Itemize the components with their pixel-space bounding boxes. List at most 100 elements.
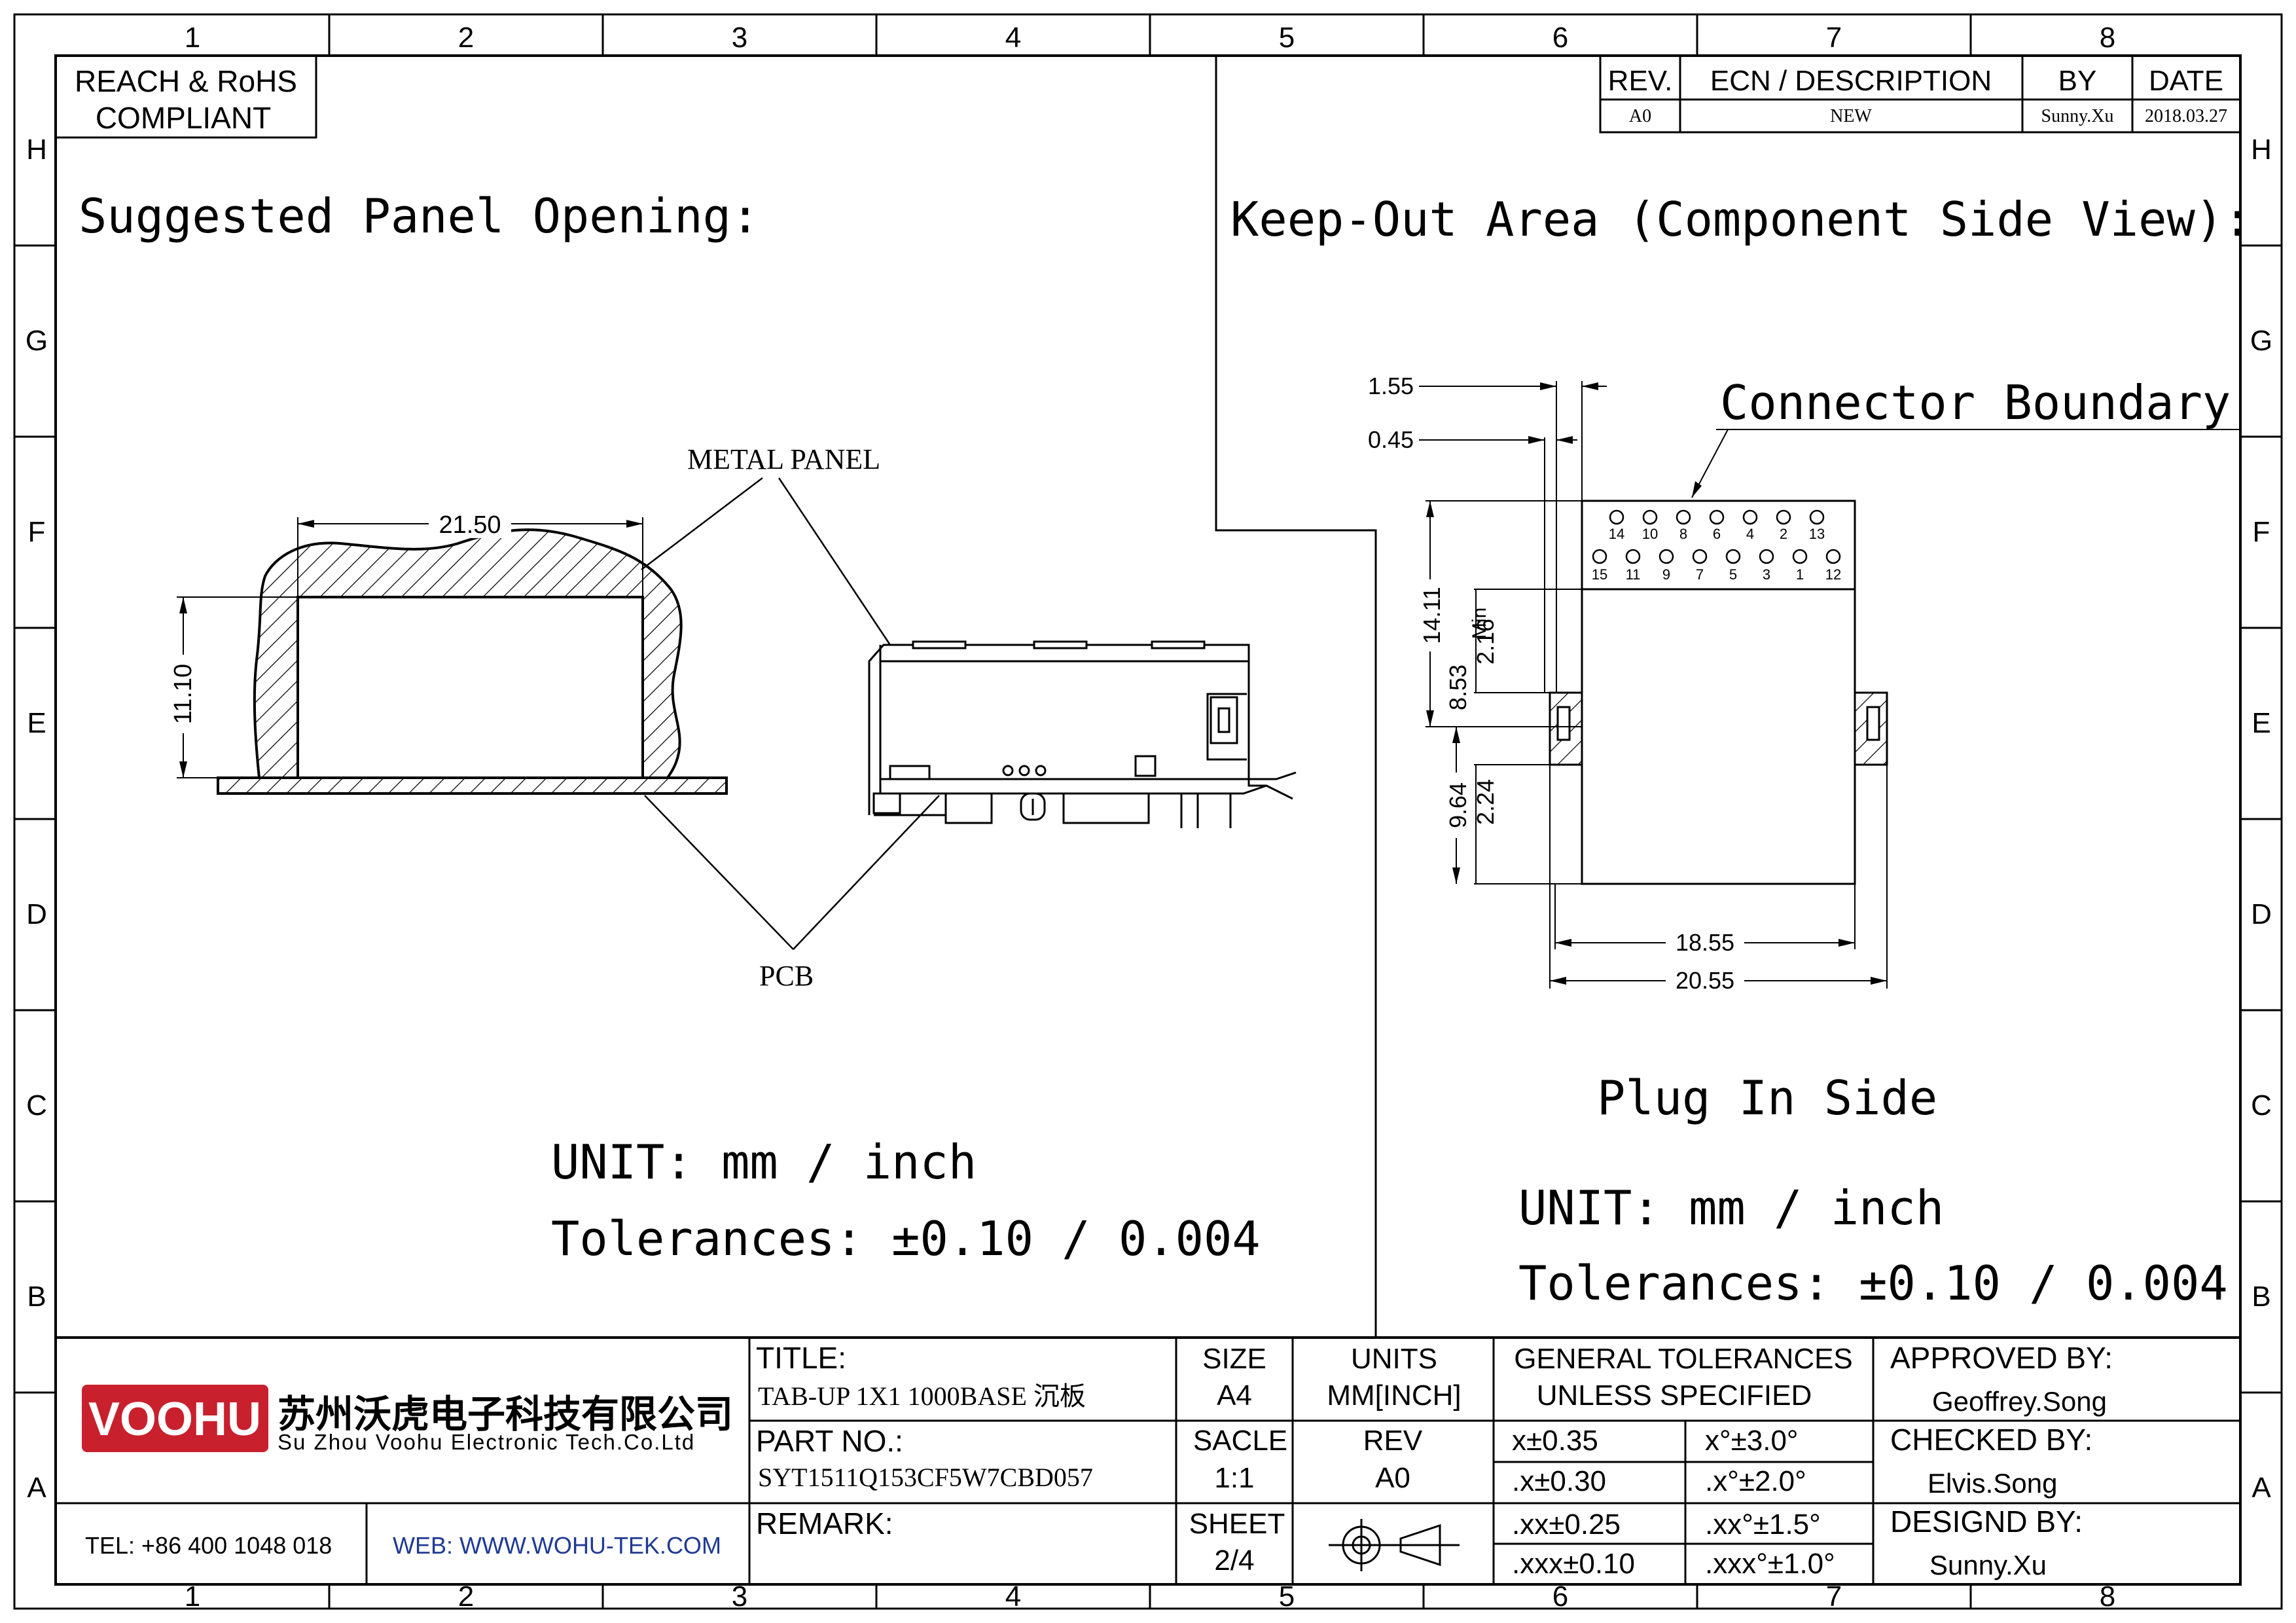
row-label: F: [28, 516, 46, 548]
size-label: SIZE: [1202, 1343, 1266, 1375]
dim-14-11: 14.11: [1418, 587, 1445, 644]
scale-label: SACLE: [1193, 1425, 1287, 1457]
pin-label: 11: [1626, 566, 1641, 583]
remark-label: REMARK:: [756, 1506, 893, 1541]
compliance-line-2: COMPLIANT: [96, 101, 271, 135]
col-label: 5: [1279, 22, 1295, 54]
col-label: 4: [1005, 22, 1021, 54]
pin-label: 5: [1729, 566, 1737, 583]
row-label: H: [26, 134, 47, 166]
row-label: A: [2251, 1472, 2271, 1504]
pin-label: 4: [1746, 526, 1754, 542]
projection-symbol-icon: [1329, 1519, 1460, 1571]
row-label: B: [2251, 1281, 2270, 1313]
title-label: TITLE:: [756, 1341, 846, 1375]
ecn-header: ECN / DESCRIPTION: [1710, 65, 1992, 97]
connector-boundary: [1549, 500, 1888, 885]
dim-min: Min: [1469, 608, 1490, 639]
row-label: D: [26, 898, 47, 930]
col-label: 6: [1552, 1580, 1568, 1613]
col-label: 4: [1005, 1580, 1021, 1613]
col-label: 2: [458, 1580, 474, 1613]
pin-label: 1: [1796, 566, 1804, 583]
units-value: MM[INCH]: [1327, 1379, 1461, 1412]
dim-width: 21.50: [439, 511, 501, 539]
tel-text: TEL: +86 400 1048 018: [85, 1532, 332, 1559]
col-label: 8: [2100, 1580, 2115, 1613]
sheet-label: SHEET: [1189, 1508, 1285, 1540]
plug-in-side-label: Plug In Side: [1597, 1070, 1937, 1125]
pin-label: 7: [1696, 566, 1704, 583]
unless-specified-label: UNLESS SPECIFIED: [1537, 1379, 1812, 1412]
pin-label: 9: [1662, 566, 1670, 583]
col-label: 5: [1279, 1580, 1295, 1613]
by-value: Sunny.Xu: [2041, 106, 2114, 126]
row-label: E: [2251, 707, 2270, 739]
left-heading: Suggested Panel Opening:: [79, 189, 759, 244]
col-label: 1: [185, 22, 200, 54]
pin-label: 2: [1780, 526, 1787, 542]
connector-side-view: [868, 640, 1297, 828]
sheet-border: 1 2 3 4 5 6 7 8 1 2 3 4 5 6 7 8 H G F E …: [13, 13, 2283, 1613]
tol-cell: x±0.35: [1512, 1425, 1598, 1457]
dim-height: 11.10: [170, 664, 197, 724]
row-label: C: [2251, 1089, 2272, 1122]
tol-cell: .xxx°±1.0°: [1705, 1548, 1835, 1580]
tol-cell: .xxx±0.10: [1512, 1548, 1635, 1580]
title-block: VOOHU 苏州沃虎电子科技有限公司 Su Zhou Voohu Electro…: [56, 1336, 2240, 1584]
row-label: G: [2250, 325, 2272, 357]
row-label: G: [26, 325, 48, 357]
compliance-box: REACH & RoHS COMPLIANT: [54, 54, 317, 139]
company-name-en: Su Zhou Voohu Electronic Tech.Co.Ltd: [278, 1430, 695, 1454]
by-header: BY: [2058, 65, 2097, 97]
dim-20-55: 20.55: [1676, 967, 1734, 994]
metal-panel-label: METAL PANEL: [687, 443, 880, 475]
dim-9-64: 9.64: [1444, 782, 1471, 828]
tol-cell: .x±0.30: [1512, 1465, 1606, 1497]
pin-label: 15: [1592, 566, 1607, 583]
date-header: DATE: [2149, 65, 2223, 97]
tol-cell: .xx°±1.5°: [1705, 1508, 1821, 1541]
compliance-line-1: REACH & RoHS: [75, 64, 297, 98]
right-unit-line: UNIT: mm / inch: [1518, 1180, 1944, 1235]
part-label: PART NO.:: [756, 1424, 903, 1458]
left-unit-line: UNIT: mm / inch: [551, 1135, 977, 1190]
dim-2-24: 2.24: [1472, 779, 1499, 825]
ecn-value: NEW: [1830, 106, 1872, 126]
col-label: 8: [2100, 22, 2115, 54]
left-tolerance-line: Tolerances: ±0.10 / 0.004: [551, 1211, 1261, 1266]
dim-1-55: 1.55: [1368, 373, 1414, 399]
dim-18-55: 18.55: [1676, 929, 1734, 956]
approved-label: APPROVED BY:: [1890, 1341, 2113, 1375]
col-label: 7: [1826, 1580, 1842, 1613]
logo-text: VOOHU: [88, 1393, 261, 1446]
tol-cell: x°±3.0°: [1705, 1425, 1799, 1457]
col-label: 6: [1552, 22, 1568, 54]
pin-label: 13: [1809, 526, 1825, 542]
col-label: 1: [185, 1580, 200, 1613]
right-heading: Keep-Out Area (Component Side View):: [1230, 192, 2252, 247]
pin-label: 8: [1679, 526, 1687, 542]
revision-table: REV. ECN / DESCRIPTION BY DATE A0 NEW Su…: [1599, 54, 2242, 134]
web-text: WEB: WWW.WOHU-TEK.COM: [393, 1532, 721, 1559]
pcb-board: [217, 776, 728, 795]
general-tolerances-label: GENERAL TOLERANCES: [1514, 1343, 1853, 1375]
dim-0-45: 0.45: [1368, 426, 1414, 453]
dim-8-53: 8.53: [1444, 665, 1471, 710]
pin-label: 6: [1713, 526, 1721, 542]
title-value: TAB-UP 1X1 1000BASE 沉板: [758, 1381, 1086, 1411]
company-name-cn: 苏州沃虎电子科技有限公司: [278, 1393, 733, 1436]
left-view: Suggested Panel Opening: 21.50 11.10 MET…: [79, 189, 1297, 1266]
rev-header: REV.: [1608, 65, 1673, 97]
right-view: Keep-Out Area (Component Side View): Con…: [1230, 192, 2252, 1311]
row-label: A: [27, 1472, 46, 1504]
row-label: H: [2251, 134, 2272, 166]
row-label: E: [27, 707, 46, 739]
right-tolerance-line: Tolerances: ±0.10 / 0.004: [1518, 1256, 2228, 1311]
rev-value: A0: [1629, 106, 1651, 126]
company-logo: VOOHU: [82, 1385, 268, 1452]
col-label: 3: [732, 1580, 747, 1613]
part-value: SYT1511Q153CF5W7CBD057: [758, 1463, 1093, 1492]
units-label: UNITS: [1351, 1343, 1437, 1375]
row-label: C: [26, 1089, 47, 1122]
